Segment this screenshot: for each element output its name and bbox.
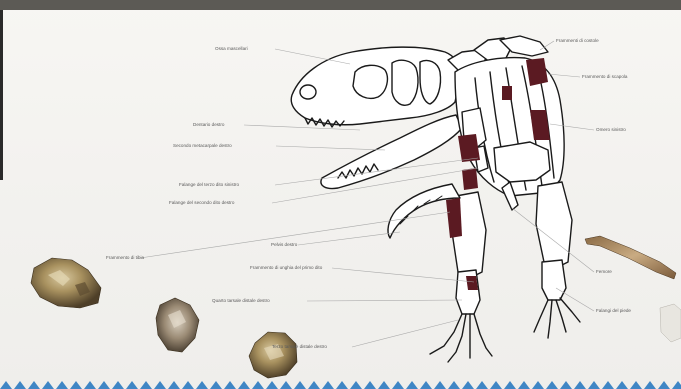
label-terzo-tarsale: Terzo tarsale distale destro: [272, 344, 327, 350]
label-frammenti-costole: Frammenti di costole: [556, 38, 599, 44]
found-bone-small: [502, 86, 512, 100]
label-quarto-tarsale: Quarto tarsale distale destro: [212, 298, 270, 304]
label-pelvis: Pelvis destro: [271, 242, 297, 248]
label-falange-terzo-dito: Falange del terzo dito sinistro: [179, 182, 239, 188]
leg-right: [536, 182, 572, 268]
label-frammento-scapola: Frammento di scapola: [582, 74, 627, 80]
label-falange-secondo-dito: Falange del secondo dito destro: [169, 200, 234, 206]
label-frammento-tibia: Frammento di tibia: [106, 255, 144, 261]
lower-jaw: [321, 115, 462, 189]
label-secondo-metacarpale: Secondo metacarpale destro: [173, 143, 232, 149]
diamond-border: [0, 381, 681, 389]
label-ossa-mascellari: Ossa mascellari: [215, 46, 248, 52]
label-frammento-unghia: Frammento di unghia del primo dito: [250, 265, 322, 271]
label-femore: Femore: [596, 269, 612, 275]
label-falange-piede: Falangi del piede: [596, 308, 631, 314]
found-bone-tibia: [462, 168, 478, 190]
skull: [291, 47, 460, 125]
found-bone-foot: [466, 276, 478, 290]
label-omero: Omero sinistro: [596, 127, 626, 133]
found-bone-femur: [446, 198, 462, 238]
label-dentario-destro: Dentario destro: [193, 122, 224, 128]
pelvis: [494, 142, 550, 182]
